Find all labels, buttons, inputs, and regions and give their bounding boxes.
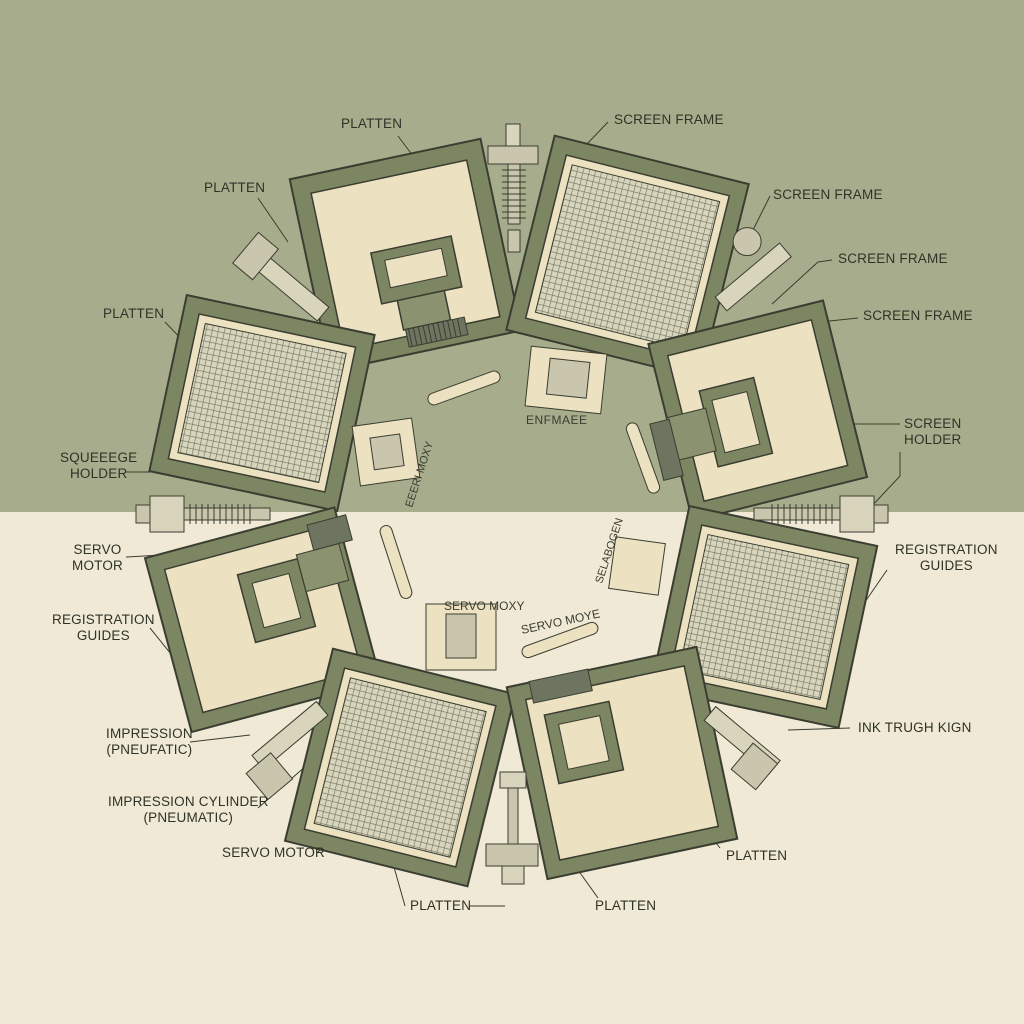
label-screen-holder: SCREEN HOLDER	[904, 416, 962, 447]
label-platten-bottom-left: PLATTEN	[410, 898, 472, 913]
screen-unit-lower-right	[649, 504, 879, 730]
platen-unit-top	[288, 137, 523, 373]
label-platten-left: PLATTEN	[103, 306, 165, 321]
label-platten-top: PLATTEN	[341, 116, 403, 131]
spring-assembly-right	[753, 495, 889, 533]
label-screen-frame-2: SCREEN FRAME	[773, 187, 883, 202]
screen-unit-bottom-left	[283, 647, 517, 888]
label-platten-bottom-right: PLATTEN	[726, 848, 788, 863]
label-screen-frame-3: SCREEN FRAME	[838, 251, 948, 266]
label-registration-guides-right: REGISTRATION GUIDES	[895, 542, 998, 573]
label-screen-frame-4: SCREEN FRAME	[863, 308, 973, 323]
screen-unit-left	[148, 293, 376, 513]
platen-unit-right	[647, 299, 869, 522]
pneumatic-cylinders	[232, 227, 792, 801]
label-screen-frame-1: SCREEN FRAME	[614, 112, 724, 127]
label-impression-pneufatic: IMPRESSION (PNEUFATIC)	[106, 726, 193, 757]
platen-unit-lower-left	[143, 506, 383, 734]
label-servo-motor-left: SERVO MOTOR	[72, 542, 123, 573]
label-ink-trugh-kign: INK TRUGH KIGN	[858, 720, 972, 735]
center-servo-left-text: SERVO MOXY	[444, 599, 524, 613]
label-servo-motor-bottom: SERVO MOTOR	[222, 845, 325, 860]
label-platten-left-upper: PLATTEN	[204, 180, 266, 195]
piston-assembly-bottom	[485, 771, 539, 885]
servo-boxes	[351, 345, 666, 671]
screen-unit-top	[505, 134, 750, 380]
label-registration-guides-left: REGISTRATION GUIDES	[52, 612, 155, 643]
label-platten-bottom-mid: PLATTEN	[595, 898, 657, 913]
label-impression-cylinder: IMPRESSION CYLINDER (PNEUMATIC)	[108, 794, 269, 825]
spring-assembly-left	[135, 495, 271, 533]
label-squeegee-holder: SQUEEEGE HOLDER	[60, 450, 138, 481]
rollers	[379, 370, 661, 659]
platen-unit-bottom-right	[505, 645, 739, 881]
spring-assembly-top	[487, 123, 539, 253]
center-top-text: ENFMAEE	[526, 413, 588, 427]
